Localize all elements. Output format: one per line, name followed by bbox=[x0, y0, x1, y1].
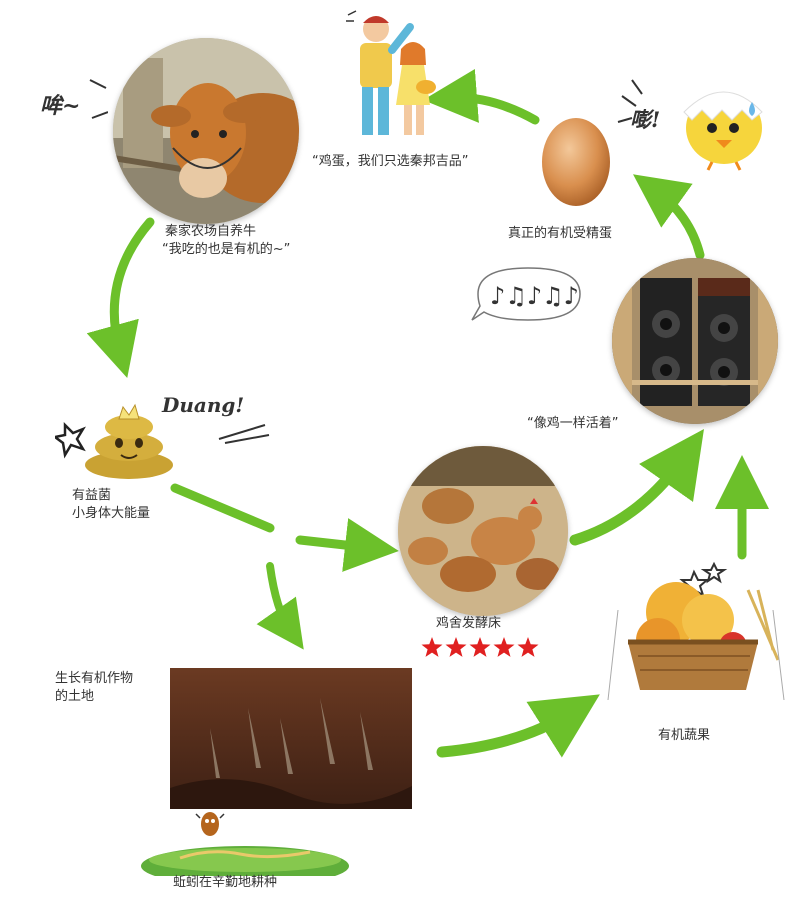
rating-star bbox=[493, 637, 515, 657]
soil-caption-line2: 的土地 bbox=[55, 689, 95, 704]
rating-star bbox=[421, 637, 443, 657]
arrow-poop-to-soil bbox=[256, 562, 304, 650]
cow-sound: 哞~ bbox=[40, 93, 81, 119]
chicken-caption: 鸡舍发酵床 bbox=[436, 616, 502, 631]
rating-star bbox=[469, 637, 491, 657]
poop-sound-strokes bbox=[218, 424, 270, 444]
arrow-poop-to-chicken-2 bbox=[295, 518, 399, 572]
speakers-photo bbox=[612, 258, 778, 424]
cow-caption-line1: 秦家农场自养牛 bbox=[165, 224, 257, 239]
chick-illustration bbox=[617, 79, 763, 171]
egg-sound: 嘭! bbox=[630, 107, 661, 132]
worm-caption: 蚯蚓在辛勤地耕种 bbox=[173, 875, 278, 890]
basket-illustration bbox=[607, 561, 785, 701]
poop-sound: Duang! bbox=[162, 393, 245, 417]
arrow-chicken-to-speakers bbox=[569, 429, 704, 546]
poop-illustration bbox=[55, 403, 173, 479]
rating-star bbox=[445, 637, 467, 657]
music-bubble: ♪♫♪♫♪ bbox=[471, 267, 581, 321]
soil-caption-line1: 生长有机作物 bbox=[55, 671, 134, 686]
speakers-caption: “像鸡一样活着” bbox=[527, 416, 619, 431]
egg-caption: 真正的有机受精蛋 bbox=[508, 226, 613, 241]
rating-star bbox=[517, 637, 539, 657]
arrow-soil-to-basket bbox=[436, 694, 600, 758]
couple-illustration bbox=[346, 10, 436, 135]
basket-caption: 有机蔬果 bbox=[658, 728, 711, 743]
arrow-speakers-to-egg bbox=[633, 174, 705, 260]
worm-illustration bbox=[141, 812, 349, 876]
cow-sound-strokes bbox=[89, 79, 108, 119]
svg-text:♪♫♪♫♪: ♪♫♪♫♪ bbox=[490, 282, 579, 310]
chicken-photo bbox=[398, 446, 568, 616]
chicken-rating bbox=[420, 636, 544, 660]
couple-caption: “鸡蛋，我们只选秦邦吉品” bbox=[312, 154, 469, 169]
egg-illustration bbox=[542, 118, 610, 206]
poop-caption-line2: 小身体大能量 bbox=[72, 506, 151, 521]
arrow-poop-to-chicken bbox=[170, 483, 275, 533]
poop-caption-line1: 有益菌 bbox=[72, 488, 112, 503]
arrow-egg-to-couple bbox=[423, 69, 540, 125]
cow-caption-line2: “我吃的也是有机的~” bbox=[162, 242, 291, 257]
cow-photo bbox=[113, 38, 299, 224]
soil-photo bbox=[170, 668, 412, 809]
arrow-cow-to-poop bbox=[86, 217, 155, 379]
